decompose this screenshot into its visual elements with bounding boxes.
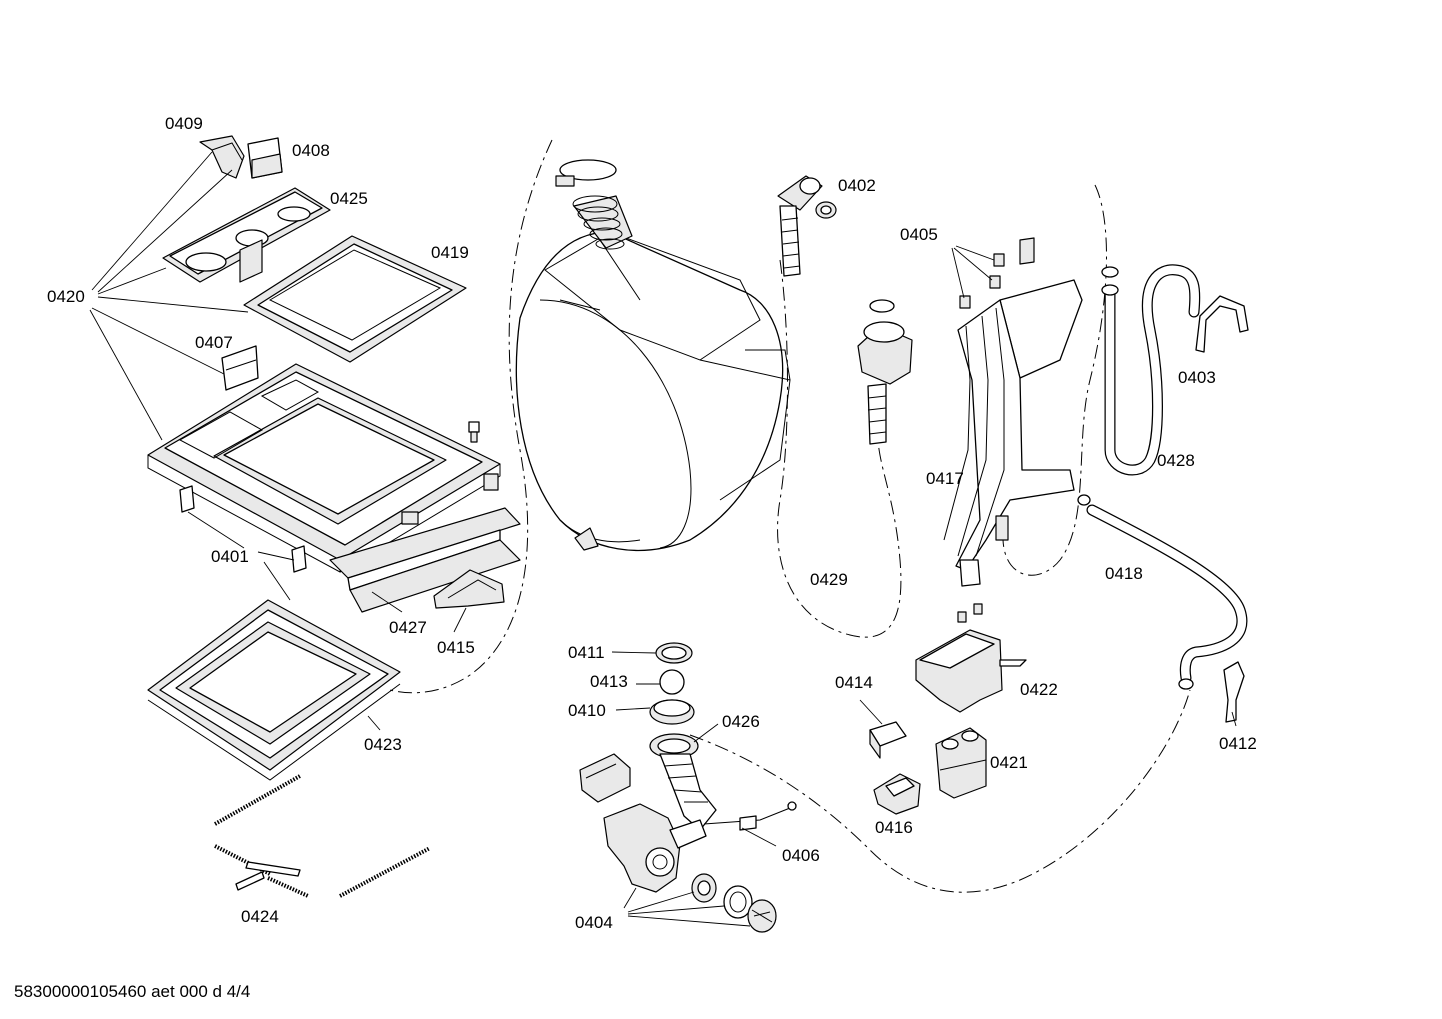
drawer-housing-0420 — [147, 363, 501, 573]
label-0410: 0410 — [568, 701, 606, 720]
leader-lines — [89, 151, 1237, 927]
door-lock-0415 — [433, 569, 505, 609]
holder-part-0407 — [221, 345, 259, 391]
label-0414: 0414 — [835, 673, 873, 692]
plug-0410 — [649, 699, 695, 725]
seal-0411 — [655, 642, 693, 664]
air-trap-0429 — [857, 299, 913, 445]
hose-clamp-0403 — [1195, 295, 1249, 353]
label-0423: 0423 — [364, 735, 402, 754]
label-0422: 0422 — [1020, 680, 1058, 699]
tension-springs-0424 — [214, 774, 431, 898]
label-0405: 0405 — [900, 225, 938, 244]
label-0403: 0403 — [1178, 368, 1216, 387]
valve-0421 — [935, 727, 987, 799]
dispenser-0417 — [943, 237, 1083, 587]
tub-hose-clamp — [555, 159, 617, 187]
pump-filter-parts — [691, 873, 777, 933]
label-0426: 0426 — [722, 712, 760, 731]
sump-hose-0426 — [649, 733, 717, 831]
label-0419: 0419 — [431, 243, 469, 262]
clip-0412 — [1223, 661, 1245, 723]
label-0415: 0415 — [437, 638, 475, 657]
cover-part-0408 — [247, 137, 283, 179]
label-0424: 0424 — [241, 907, 279, 926]
screw-part-top — [468, 421, 480, 443]
label-0416: 0416 — [875, 818, 913, 837]
label-0407: 0407 — [195, 333, 233, 352]
handle-part-0409 — [199, 135, 245, 179]
ball-0413 — [659, 669, 685, 695]
label-0412: 0412 — [1219, 734, 1257, 753]
valve-bracket-0422 — [915, 603, 1027, 713]
label-0421: 0421 — [990, 753, 1028, 772]
label-0404: 0404 — [575, 913, 613, 932]
drawer-basin-0419 — [243, 235, 467, 363]
label-0401: 0401 — [211, 547, 249, 566]
label-0409: 0409 — [165, 114, 203, 133]
label-0417: 0417 — [926, 469, 964, 488]
inlet-hose-0428 — [1101, 264, 1201, 476]
label-0420: 0420 — [47, 287, 85, 306]
label-0425: 0425 — [330, 189, 368, 208]
profile-rail-0427 — [329, 507, 521, 613]
label-0408: 0408 — [292, 141, 330, 160]
label-0406: 0406 — [782, 846, 820, 865]
drain-hose-0418 — [1077, 494, 1248, 690]
label-0427: 0427 — [389, 618, 427, 637]
pump-bracket — [579, 753, 631, 803]
bellows-hose — [572, 195, 633, 250]
label-0429: 0429 — [810, 570, 848, 589]
plugs-0405 — [959, 253, 1005, 309]
wire-0406 — [703, 801, 797, 831]
drawer-insert-0425 — [162, 187, 331, 283]
pressure-hose-0402 — [777, 175, 837, 277]
label-0428: 0428 — [1157, 451, 1195, 470]
gasket-frame-0423 — [147, 599, 401, 781]
drain-pump-0404 — [603, 803, 707, 893]
connector-0416 — [873, 773, 921, 815]
clip-parts-0401 — [179, 485, 307, 573]
label-0418: 0418 — [1105, 564, 1143, 583]
part-labels: 0409 0408 0425 0419 0420 0407 0401 0427 … — [47, 114, 1257, 932]
tub-assembly — [515, 231, 791, 551]
label-0411: 0411 — [568, 643, 605, 662]
document-footer: 58300000105460 aet 000 d 4/4 — [14, 982, 250, 1001]
filter-0414 — [869, 721, 907, 759]
label-0413: 0413 — [590, 672, 628, 691]
label-0402: 0402 — [838, 176, 876, 195]
